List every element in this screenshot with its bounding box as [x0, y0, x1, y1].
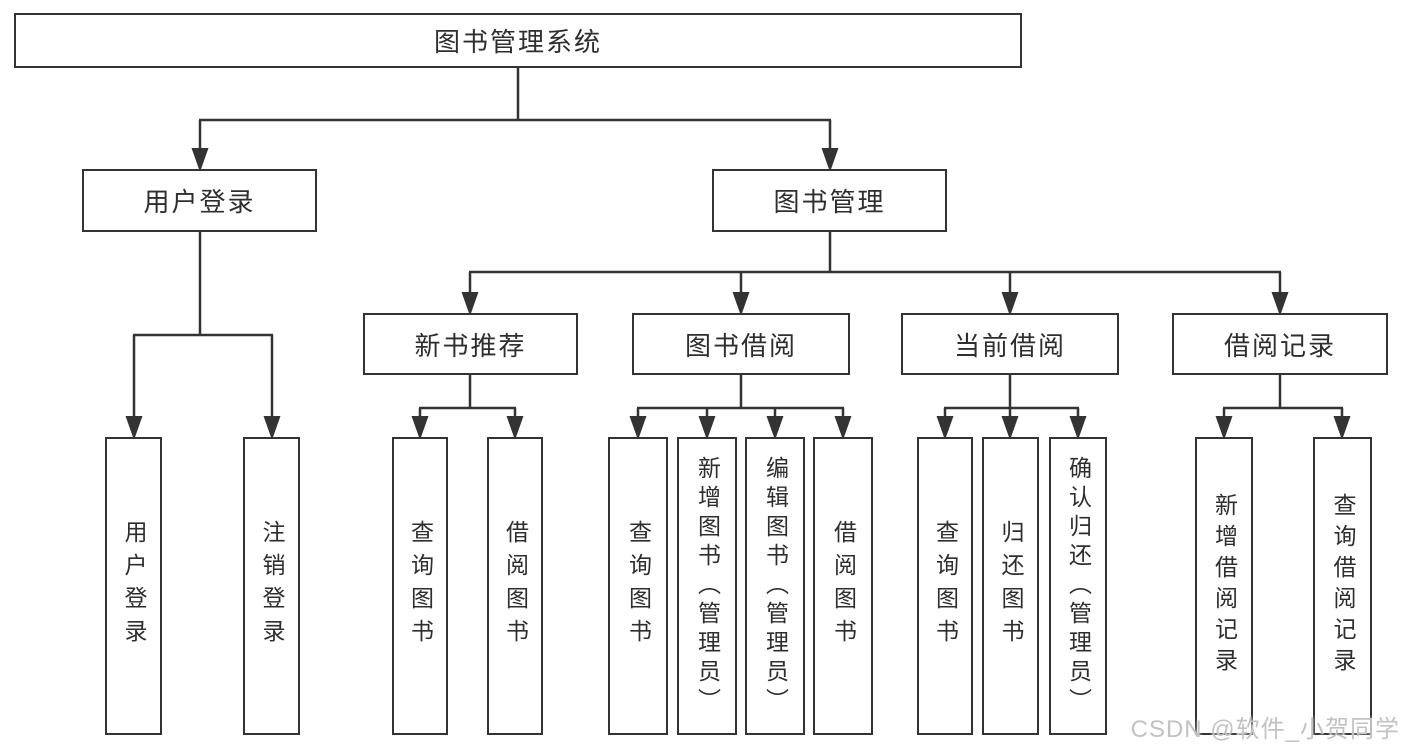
leaf-current-query-books-label: 查询图书 — [932, 520, 959, 652]
leaf-borrowing-add-books-admin: 新增图书（管理员） — [677, 437, 737, 735]
arrow-down-icon — [461, 292, 479, 316]
node-user-login-label: 用户登录 — [143, 187, 256, 217]
leaf-logout: 注销登录 — [243, 437, 300, 735]
node-book-management: 图书管理 — [712, 169, 947, 232]
arrow-down-icon — [698, 416, 716, 440]
arrowheads — [125, 148, 1351, 440]
node-book-borrowing-label: 图书借阅 — [684, 330, 797, 361]
node-borrowing-records: 借阅记录 — [1172, 313, 1388, 375]
node-book-borrowing: 图书借阅 — [632, 313, 850, 375]
leaf-records-add-record: 新增借阅记录 — [1195, 437, 1253, 735]
leaf-borrowing-edit-books-admin-label: 编辑图书（管理员） — [762, 455, 789, 717]
leaf-records-query-record-label: 查询借阅记录 — [1330, 493, 1356, 679]
node-root-label: 图书管理系统 — [433, 27, 602, 57]
arrow-down-icon — [263, 416, 281, 440]
leaf-borrowing-query-books: 查询图书 — [608, 437, 668, 735]
node-root: 图书管理系统 — [14, 13, 1022, 68]
leaf-borrowing-query-books-label: 查询图书 — [625, 520, 652, 652]
arrow-down-icon — [1069, 416, 1087, 440]
arrow-down-icon — [1271, 292, 1289, 316]
arrow-down-icon — [506, 416, 524, 440]
arrow-down-icon — [191, 148, 209, 172]
leaf-borrowing-add-books-admin-label: 新增图书（管理员） — [694, 455, 721, 717]
leaf-recommend-borrow-books: 借阅图书 — [487, 437, 543, 735]
node-new-book-recommend: 新书推荐 — [363, 313, 578, 375]
arrow-down-icon — [629, 416, 647, 440]
arrow-down-icon — [125, 416, 143, 440]
csdn-watermark: CSDN @软件_小贺同学 — [1130, 716, 1400, 743]
arrow-down-icon — [411, 416, 429, 440]
node-book-management-label: 图书管理 — [773, 187, 886, 217]
leaf-user-login: 用户登录 — [105, 437, 162, 735]
arrow-down-icon — [732, 292, 750, 316]
leaf-recommend-query-books: 查询图书 — [392, 437, 448, 735]
arrow-down-icon — [1333, 416, 1351, 440]
leaf-logout-label: 注销登录 — [259, 520, 285, 652]
leaf-current-query-books: 查询图书 — [917, 437, 973, 735]
leaf-recommend-query-books-label: 查询图书 — [407, 520, 434, 652]
arrow-down-icon — [766, 416, 784, 440]
arrow-down-icon — [1001, 416, 1019, 440]
leaf-borrowing-borrow-books: 借阅图书 — [813, 437, 873, 735]
arrow-down-icon — [1215, 416, 1233, 440]
node-current-borrowing: 当前借阅 — [901, 313, 1119, 375]
leaf-current-confirm-return-admin-label: 确认归还（管理员） — [1065, 455, 1092, 717]
leaf-recommend-borrow-books-label: 借阅图书 — [502, 520, 529, 652]
leaf-current-return-books: 归还图书 — [982, 437, 1039, 735]
node-current-borrowing-label: 当前借阅 — [953, 330, 1066, 361]
arrow-down-icon — [821, 148, 839, 172]
node-user-login: 用户登录 — [82, 169, 317, 232]
node-borrowing-records-label: 借阅记录 — [1223, 330, 1336, 361]
leaf-current-confirm-return-admin: 确认归还（管理员） — [1049, 437, 1107, 735]
leaf-records-add-record-label: 新增借阅记录 — [1211, 493, 1238, 679]
arrow-down-icon — [936, 416, 954, 440]
arrow-down-icon — [1001, 292, 1019, 316]
leaf-current-return-books-label: 归还图书 — [998, 520, 1024, 652]
leaf-user-login-label: 用户登录 — [121, 520, 147, 652]
arrow-down-icon — [834, 416, 852, 440]
leaf-borrowing-borrow-books-label: 借阅图书 — [830, 520, 857, 652]
leaf-borrowing-edit-books-admin: 编辑图书（管理员） — [745, 437, 805, 735]
node-new-book-recommend-label: 新书推荐 — [414, 330, 527, 361]
leaf-records-query-record: 查询借阅记录 — [1313, 437, 1372, 735]
